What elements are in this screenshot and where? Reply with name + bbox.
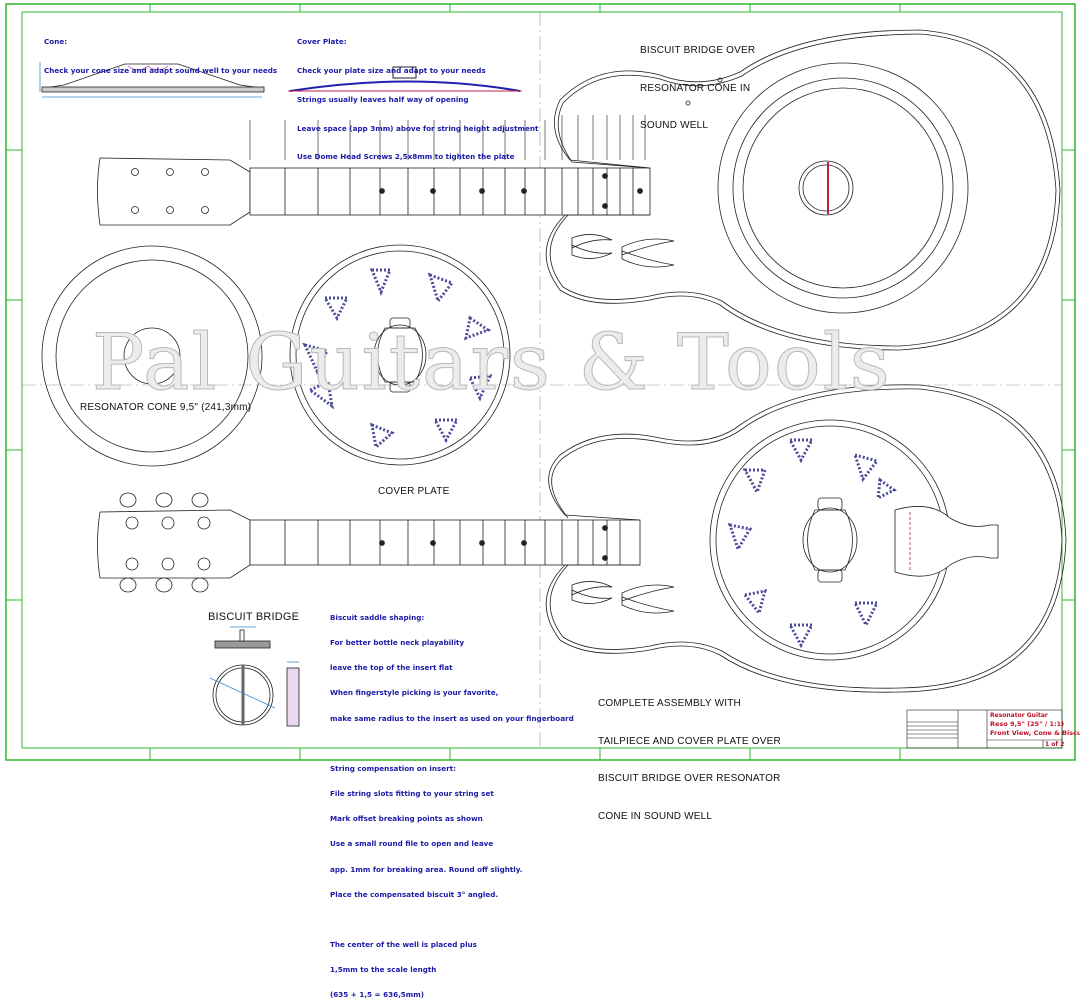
center-note-line: (635 + 1,5 = 636,5mm) — [330, 990, 425, 1000]
biscuit-note-line: make same radius to the insert as used o… — [330, 713, 574, 723]
label-line: RESONATOR CONE IN — [640, 82, 751, 94]
cover-note-line: Check your plate size and adapt to your … — [297, 65, 486, 75]
biscuit-note-line: For better bottle neck playability — [330, 638, 465, 648]
title-block-scale: Reso 9,5" (25" / 1:1) — [990, 720, 1065, 728]
cone-note: Cone: Check your cone size and adapt sou… — [44, 18, 277, 85]
cover-plate-label: COVER PLATE — [378, 486, 450, 497]
cover-plate-note: Cover Plate: Check your plate size and a… — [297, 18, 538, 172]
comp-note-title: String compensation on insert: — [330, 763, 456, 773]
biscuit-saddle-note: Biscuit saddle shaping: For better bottl… — [330, 597, 574, 1008]
top-guitar-neck — [97, 157, 651, 226]
center-note-line: 1,5mm to the scale length — [330, 965, 437, 975]
label-line: BISCUIT BRIDGE OVER RESONATOR — [598, 773, 781, 784]
top-guitar-body — [545, 29, 1061, 351]
cover-note-line: Leave space (app 3mm) above for string h… — [297, 123, 539, 133]
center-note-line: The center of the well is placed plus — [330, 939, 477, 949]
fret-labels — [249, 115, 646, 160]
biscuit-bridge-top-label: BISCUIT BRIDGE OVER RESONATOR CONE IN SO… — [640, 20, 755, 145]
biscuit-note-line: leave the top of the insert flat — [330, 663, 453, 673]
title-block — [906, 709, 1063, 749]
label-line: COMPLETE ASSEMBLY WITH — [598, 698, 741, 709]
cover-note-title: Cover Plate: — [297, 37, 347, 47]
comp-note-line: Use a small round file to open and leave — [330, 839, 494, 849]
label-line: SOUND WELL — [640, 120, 709, 131]
bottom-guitar-body — [545, 384, 1067, 693]
comp-note-line: Place the compensated biscuit 3° angled. — [330, 889, 499, 899]
sheet-border — [5, 3, 1076, 761]
cone-note-text: Check your cone size and adapt sound wel… — [44, 65, 278, 75]
cone-profile — [39, 62, 265, 98]
title-block-view: Front View, Cone & Biscuit — [990, 729, 1080, 737]
biscuit-note-title: Biscuit saddle shaping: — [330, 612, 425, 622]
comp-note-line: Mark offset breaking points as shown — [330, 814, 483, 824]
cover-note-line: Strings usually leaves half way of openi… — [297, 94, 469, 104]
bottom-guitar-neck — [97, 492, 641, 593]
label-line: BISCUIT BRIDGE OVER — [640, 45, 756, 56]
title-block-title: Resonator Guitar — [990, 712, 1048, 719]
biscuit-bridge-label: BISCUIT BRIDGE — [208, 611, 300, 623]
cover-plate-front — [289, 244, 511, 466]
cover-plate-profile — [288, 66, 522, 92]
comp-note-line: app. 1mm for breaking area. Round off sl… — [330, 864, 523, 874]
biscuit-note-line: When fingerstyle picking is your favorit… — [330, 688, 499, 698]
resonator-cone-front — [41, 245, 263, 467]
title-block-sheet: 1 of 2 — [1045, 741, 1065, 748]
watermark: Pal Guitars & Tools — [92, 318, 892, 409]
cover-note-line: Use Dome Head Screws 2,5x8mm to tighten … — [297, 152, 515, 162]
cone-note-title: Cone: — [44, 37, 68, 47]
biscuit-bridge-detail — [209, 626, 300, 727]
label-line: CONE IN SOUND WELL — [598, 810, 713, 822]
comp-note-line: File string slots fitting to your string… — [330, 788, 494, 798]
resonator-cone-label: RESONATOR CONE 9,5" (241,3mm) — [80, 402, 252, 413]
drawing-sheet — [5, 3, 1076, 761]
complete-assembly-label: COMPLETE ASSEMBLY WITH TAILPIECE AND COV… — [598, 673, 781, 836]
label-line: TAILPIECE AND COVER PLATE OVER — [598, 735, 781, 747]
